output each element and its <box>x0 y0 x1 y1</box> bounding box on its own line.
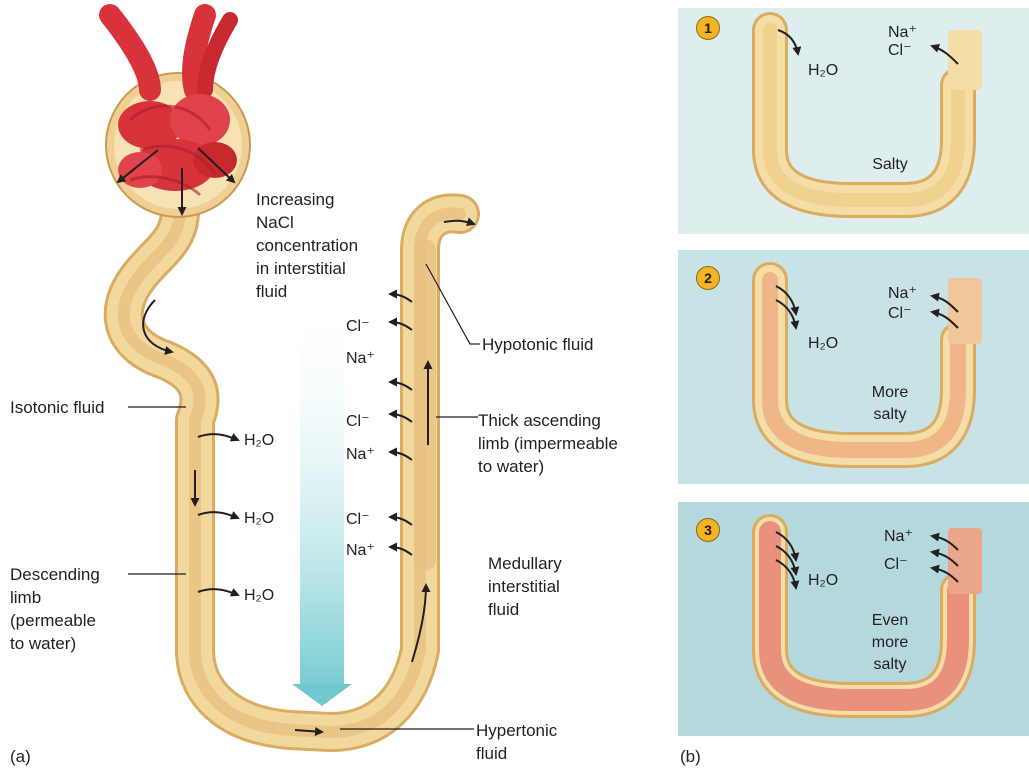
thick-limb-label-line: limb (impermeable <box>478 432 618 455</box>
figure-label-b: (b) <box>680 747 701 767</box>
thick-limb-label-line: to water) <box>478 455 618 478</box>
descending-label-line: limb <box>10 586 100 609</box>
panel-1-water-label: H₂O <box>808 62 838 80</box>
hypertonic-label: Hypertonic fluid <box>476 719 557 765</box>
sodium-label: Na⁺ <box>346 446 375 464</box>
panel-3-chloride-label: Cl⁻ <box>884 556 908 574</box>
medullary-label-line: Medullary <box>488 552 562 575</box>
hypertonic-label-line: Hypertonic <box>476 719 557 742</box>
panel-1-sodium-label: Na⁺ <box>888 24 917 42</box>
medullary-label-line: fluid <box>488 598 562 621</box>
descending-label-line: (permeable <box>10 609 100 632</box>
glomerulus <box>106 15 250 217</box>
hypertonic-label-line: fluid <box>476 742 557 765</box>
chloride-label: Cl⁻ <box>346 318 370 336</box>
panel-2-water-label: H₂O <box>808 335 838 353</box>
sodium-label: Na⁺ <box>346 350 375 368</box>
panel-2-sodium-label: Na⁺ <box>888 285 917 303</box>
panel-2-chloride-label: Cl⁻ <box>888 305 912 323</box>
thick-limb-label-line: Thick ascending <box>478 409 618 432</box>
water-label: H₂O <box>244 510 274 528</box>
panel-1-number-badge: 1 <box>696 16 720 40</box>
panel-1-salt-label: Salty <box>850 154 930 176</box>
descending-limb-label: Descending limb (permeable to water) <box>10 563 100 655</box>
descending-label-line: to water) <box>10 632 100 655</box>
thick-ascending-limb-label: Thick ascending limb (impermeable to wat… <box>478 409 618 478</box>
panel-3-water-label: H₂O <box>808 572 838 590</box>
panel-3-salt-line: salty <box>850 654 930 676</box>
panel-3-number-badge: 3 <box>696 518 720 542</box>
sodium-label: Na⁺ <box>346 542 375 560</box>
panel-3-salt-line: Even <box>850 610 930 632</box>
descending-label-line: Descending <box>10 563 100 586</box>
panel-2-number-badge: 2 <box>696 266 720 290</box>
panel-2-salt-line: salty <box>850 404 930 426</box>
isotonic-label: Isotonic fluid <box>10 396 105 419</box>
panel-1-salt-line: Salty <box>850 154 930 176</box>
chloride-label: Cl⁻ <box>346 413 370 431</box>
panel-3-salt-line: more <box>850 632 930 654</box>
gradient-label-line: NaCl <box>256 211 358 234</box>
medullary-fluid-label: Medullary interstitial fluid <box>488 552 562 621</box>
panel-2-salt-line: More <box>850 382 930 404</box>
chloride-label: Cl⁻ <box>346 511 370 529</box>
gradient-label-line: concentration <box>256 234 358 257</box>
hypotonic-label: Hypotonic fluid <box>482 333 594 356</box>
water-label: H₂O <box>244 587 274 605</box>
panel-2-salt-label: More salty <box>850 382 930 426</box>
nacl-gradient-arrow <box>292 298 352 706</box>
gradient-label-line: in interstitial <box>256 257 358 280</box>
water-label: H₂O <box>244 432 274 450</box>
panel-3-sodium-label: Na⁺ <box>884 528 913 546</box>
panel-3-salt-label: Even more salty <box>850 610 930 676</box>
gradient-label-line: fluid <box>256 280 358 303</box>
panel-1-chloride-label: Cl⁻ <box>888 42 912 60</box>
gradient-label: Increasing NaCl concentration in interst… <box>256 188 358 303</box>
medullary-label-line: interstitial <box>488 575 562 598</box>
figure-label-a: (a) <box>10 747 31 767</box>
gradient-label-line: Increasing <box>256 188 358 211</box>
